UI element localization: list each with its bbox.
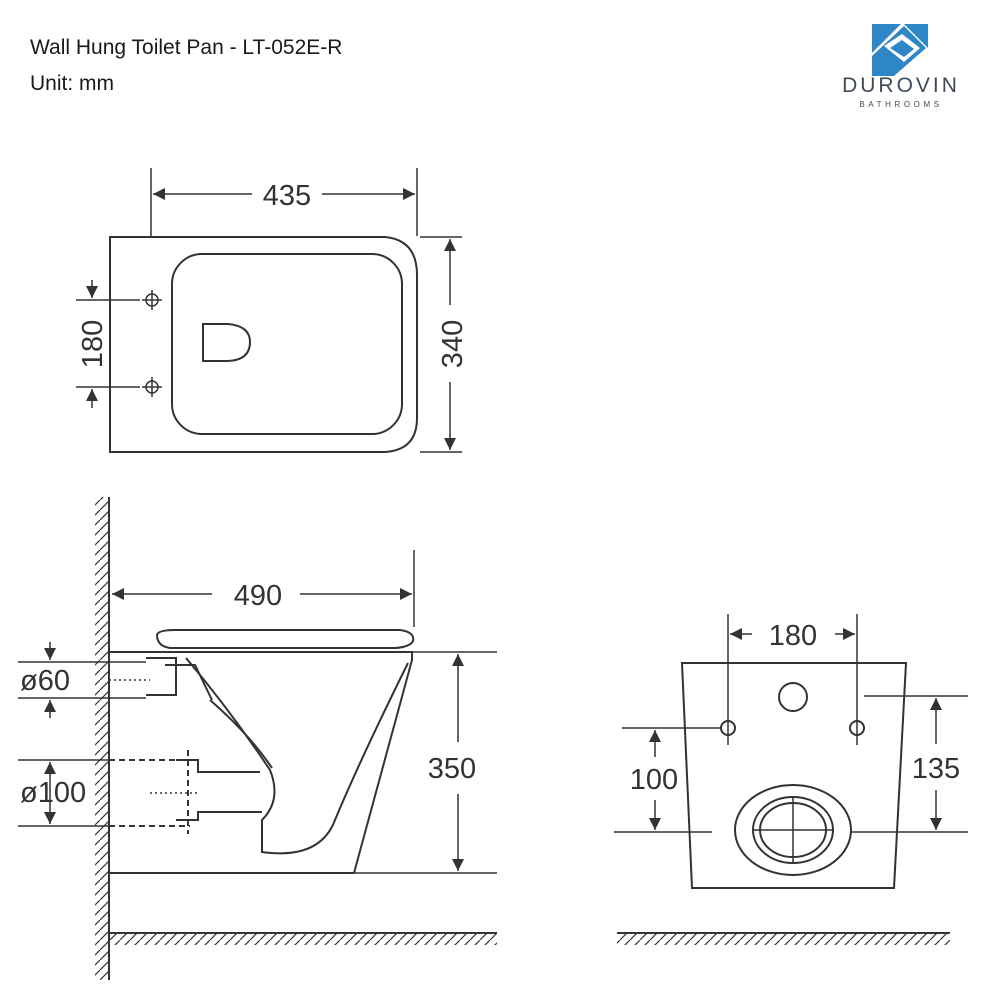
top-view-seat-hinge <box>202 323 252 362</box>
label-fixing-180-top: 180 <box>77 320 109 368</box>
label-height-350: 350 <box>428 753 476 785</box>
back-view-outline <box>680 662 908 889</box>
dim-inlet-60 <box>18 642 146 718</box>
side-view-trap <box>185 657 409 855</box>
dim-height-350 <box>354 651 497 874</box>
logo-wordmark: DUROVIN <box>842 74 960 97</box>
dim-depth-340 <box>420 236 462 453</box>
page-title: Wall Hung Toilet Pan - LT-052E-R <box>30 36 343 59</box>
side-view-trap-inner <box>209 699 273 769</box>
dim-outlet-100 <box>18 759 110 827</box>
label-length-490: 490 <box>234 580 282 612</box>
back-outlet <box>734 784 852 876</box>
top-fixing-hole-lower <box>142 377 162 397</box>
dim-outlet-height-100 <box>614 727 720 833</box>
dim-fixing-180-top <box>76 280 140 408</box>
label-inlet-60: ø60 <box>20 665 70 697</box>
label-fixing-180-back: 180 <box>769 620 817 652</box>
side-view <box>18 497 497 980</box>
label-fixing-height-135: 135 <box>912 753 960 785</box>
outlet-pipe-dashed <box>109 750 190 834</box>
label-outlet-height-100: 100 <box>630 764 678 796</box>
top-view-outline <box>109 236 418 453</box>
side-view-body <box>110 651 413 874</box>
unit-label: Unit: mm <box>30 72 114 95</box>
top-view <box>76 168 462 453</box>
centerline-dotted <box>109 679 200 794</box>
dim-fixing-180-back <box>727 614 858 745</box>
top-view-bowl <box>171 253 403 435</box>
label-width-435: 435 <box>263 180 311 212</box>
logo-emblem-icon <box>872 24 928 76</box>
logo-subtitle: BATHROOMS <box>859 100 943 109</box>
side-view-seat <box>155 629 415 649</box>
back-view <box>614 614 968 945</box>
label-depth-340: 340 <box>437 320 469 368</box>
inlet-spigot <box>146 657 213 701</box>
wall-hatch <box>95 497 109 980</box>
top-fixing-hole-upper <box>142 290 162 310</box>
floor-hatch-back <box>617 933 950 945</box>
durovin-logo: DUROVIN BATHROOMS <box>818 20 984 116</box>
label-outlet-100: ø100 <box>20 777 86 809</box>
floor-hatch-side <box>109 933 497 945</box>
back-inlet-hole <box>778 682 808 712</box>
dim-width-435 <box>150 168 418 236</box>
dim-fixing-height-135 <box>852 695 968 833</box>
dim-length-490 <box>112 550 415 627</box>
